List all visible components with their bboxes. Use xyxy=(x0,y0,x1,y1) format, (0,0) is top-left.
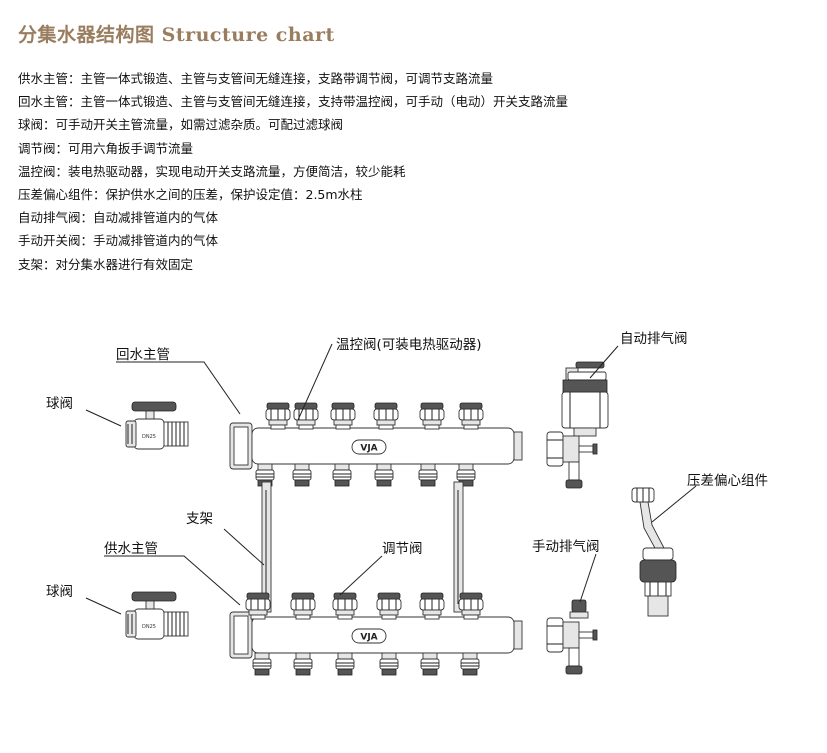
label-thermo-valve: 温控阀(可装电热驱动器) xyxy=(336,337,482,353)
description-auto-vent: 自动排气阀：自动减排管道内的气体 xyxy=(18,210,219,226)
supply-manifold: VJA xyxy=(229,592,523,676)
ball-valve-bottom: DN25 xyxy=(125,591,189,640)
label-ball-valve-top: 球阀 xyxy=(46,396,73,412)
label-ball-valve-bottom: 球阀 xyxy=(46,584,73,600)
pressure-bypass-assembly xyxy=(631,487,677,617)
label-regulating-valve: 调节阀 xyxy=(382,541,423,557)
description-thermo-valve: 温控阀：装电热驱动器，实现电动开关支路流量，方便简洁，较少能耗 xyxy=(18,163,406,179)
label-auto-vent: 自动排气阀 xyxy=(620,331,688,347)
structure-diagram: VJA VJA DN25 DN25 xyxy=(46,331,768,676)
description-pressure-bypass: 压差偏心组件：保护供水之间的压差，保护设定值：2.5m水柱 xyxy=(18,187,363,203)
label-return-main: 回水主管 xyxy=(116,347,170,363)
description-regulating-valve: 调节阀：可用六角扳手调节流量 xyxy=(18,140,194,156)
description-ball-valve: 球阀：可手动开关主管流量，如需过滤杂质。可配过滤球阀 xyxy=(18,117,344,133)
description-supply-main: 供水主管：主管一体式锻造、主管与支管间无缝连接，支路带调节阀，可调节支路流量 xyxy=(18,71,494,86)
auto-vent-assembly xyxy=(546,361,609,489)
label-supply-main: 供水主管 xyxy=(104,541,158,557)
manual-vent-assembly xyxy=(546,599,598,675)
return-manifold: VJA xyxy=(229,402,523,487)
page-title: 分集水器结构图 Structure chart xyxy=(18,24,335,46)
ball-valve-top: DN25 xyxy=(125,401,189,450)
description-list: 供水主管：主管一体式锻造、主管与支管间无缝连接，支路带调节阀，可调节支路流量 回… xyxy=(18,67,568,276)
svg-text:DN25: DN25 xyxy=(142,434,156,440)
description-bracket: 支架：对分集水器进行有效固定 xyxy=(18,256,194,272)
logo-top: VJA xyxy=(360,444,377,454)
label-manual-vent: 手动排气阀 xyxy=(532,539,600,555)
description-return-main: 回水主管：主管一体式锻造、主管与支管间无缝连接，支持带温控阀，可手动（电动）开关… xyxy=(18,94,569,110)
label-bracket: 支架 xyxy=(186,511,213,527)
logo-bottom: VJA xyxy=(360,633,377,643)
description-manual-vent: 手动开关阀：手动减排管道内的气体 xyxy=(18,233,219,249)
bracket xyxy=(261,481,464,613)
label-pressure-bypass: 压差偏心组件 xyxy=(687,473,768,489)
svg-text:DN25: DN25 xyxy=(142,624,156,630)
leader-lines xyxy=(85,343,697,615)
